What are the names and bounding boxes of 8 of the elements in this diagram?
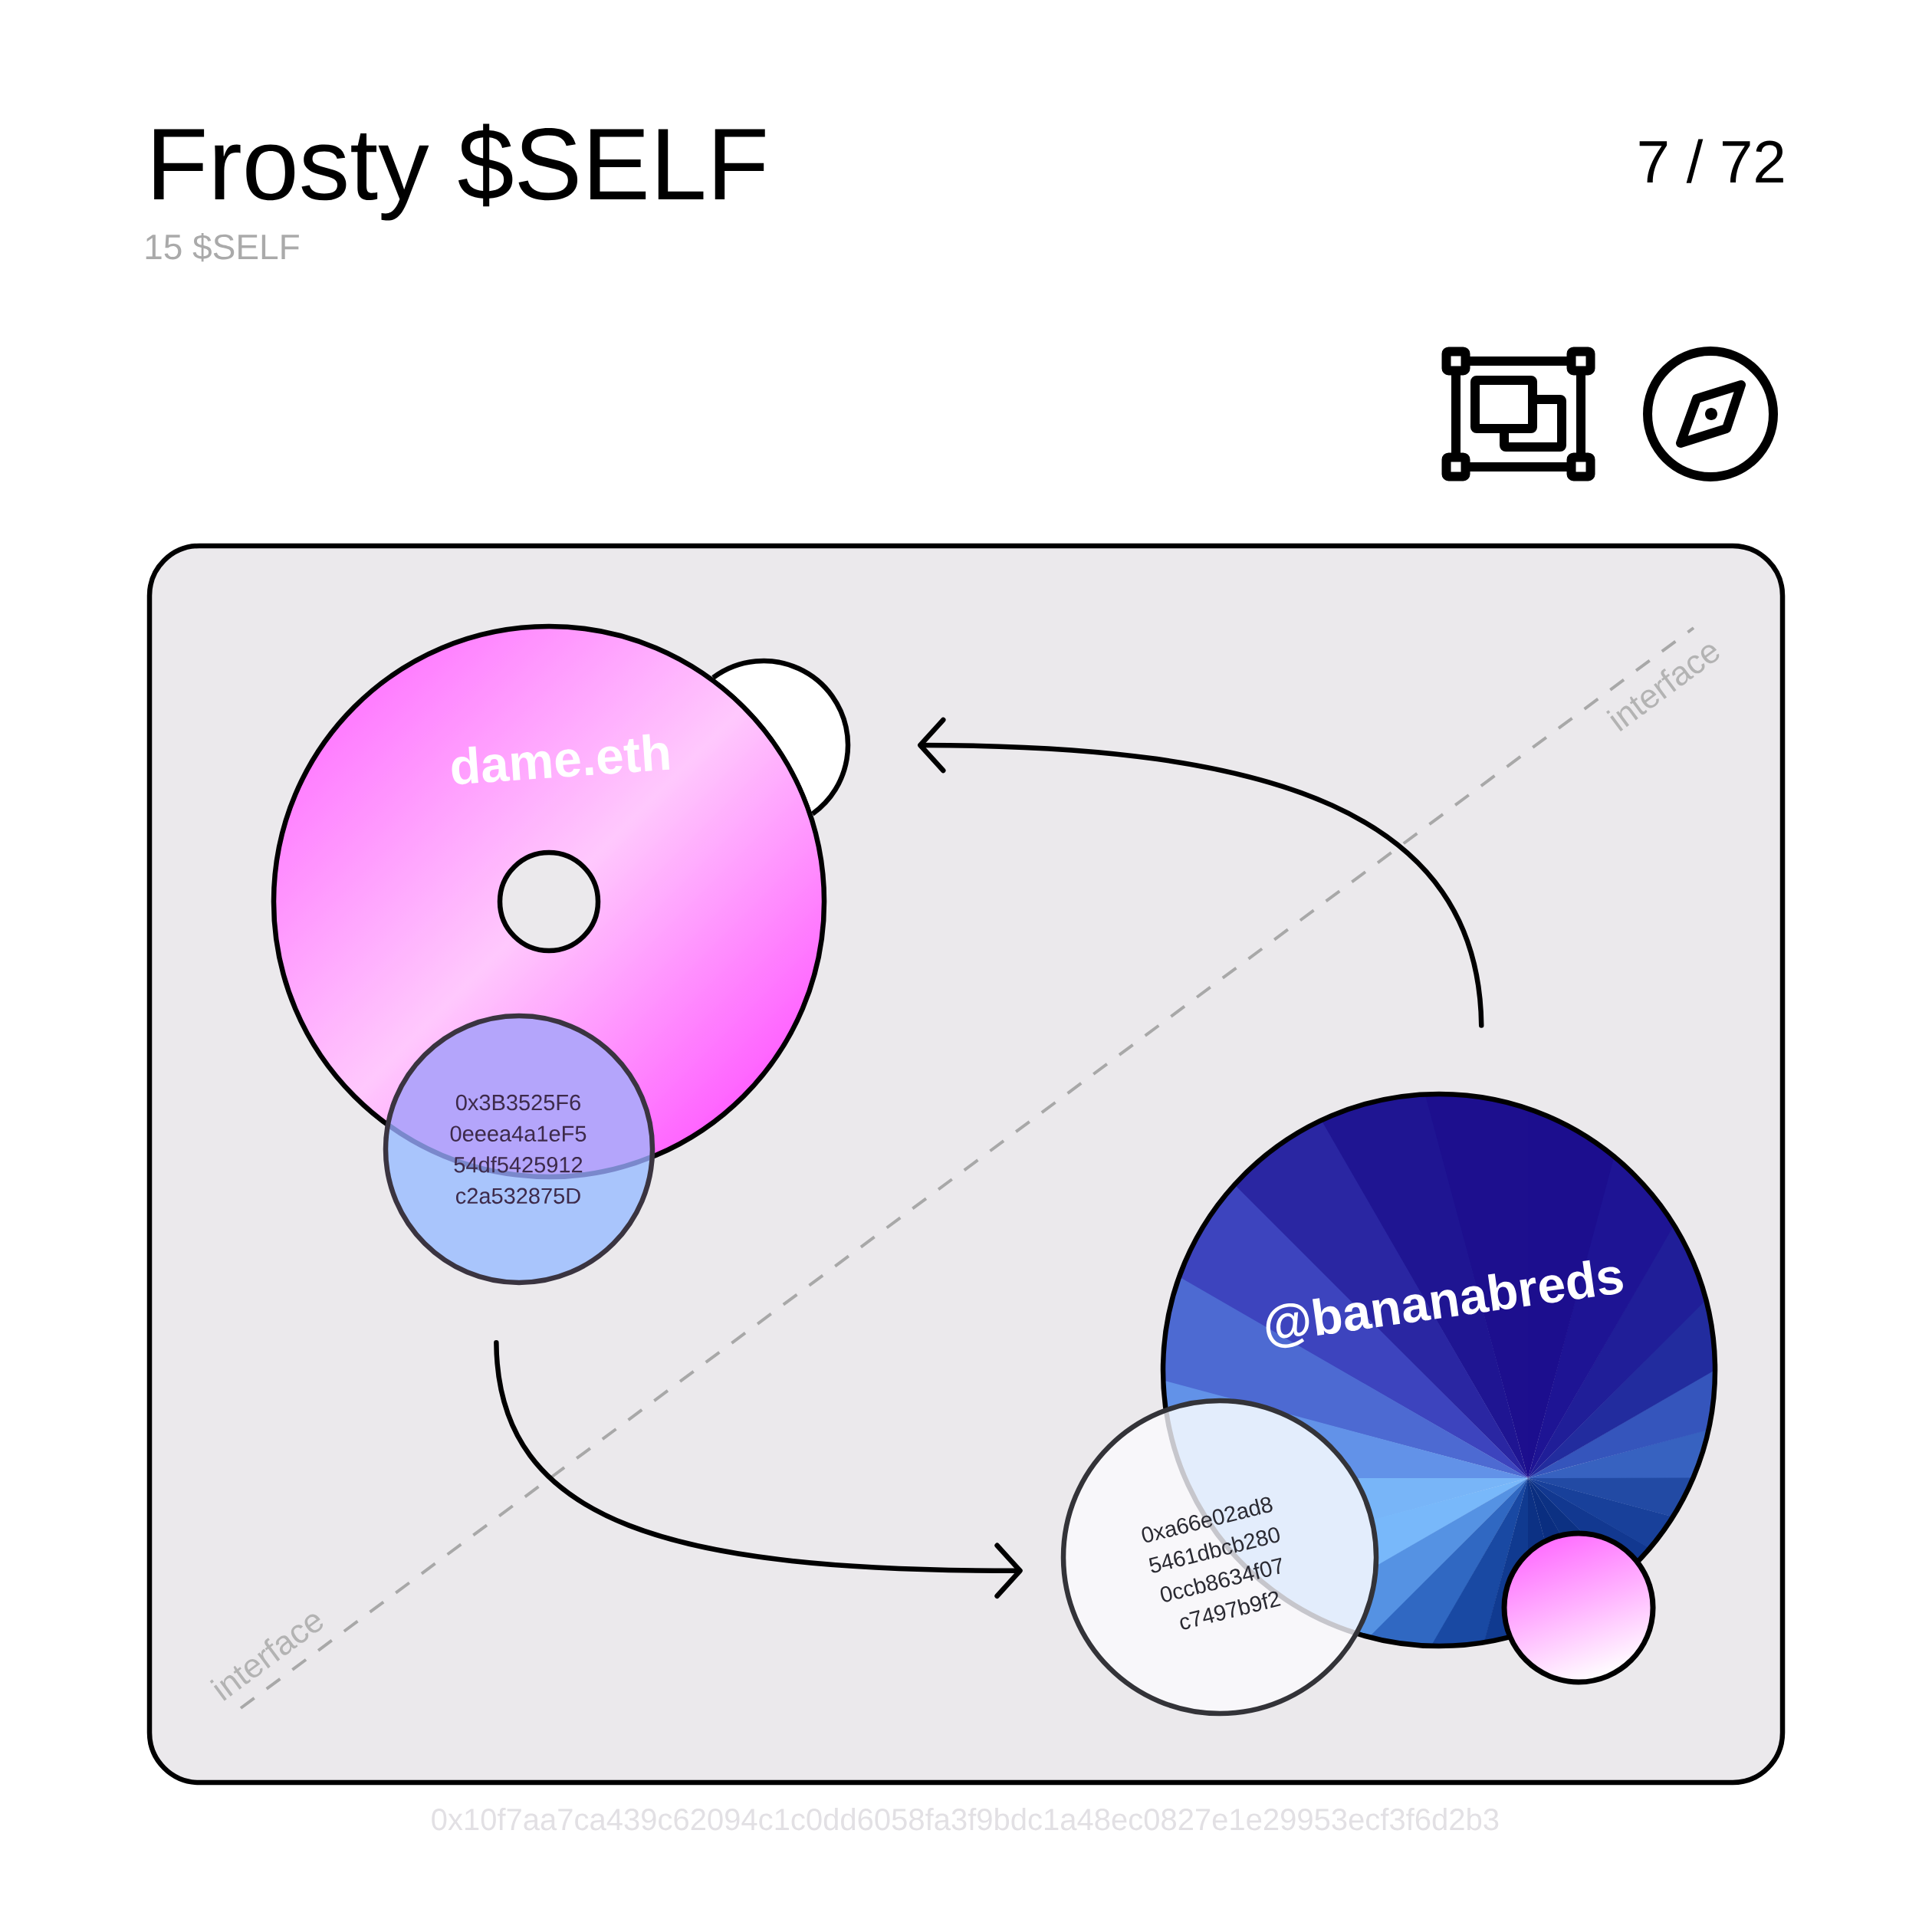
small-circle [1501, 1530, 1656, 1685]
curved-arrow [918, 717, 1484, 1028]
subtitle: 15 $SELF [146, 232, 299, 262]
small-circle [711, 658, 851, 816]
curved-arrow [494, 1340, 1023, 1599]
disc-hole [497, 849, 601, 954]
title: Frosty $SELF [154, 123, 765, 221]
page-counter: 7 / 72 [1639, 139, 1783, 183]
